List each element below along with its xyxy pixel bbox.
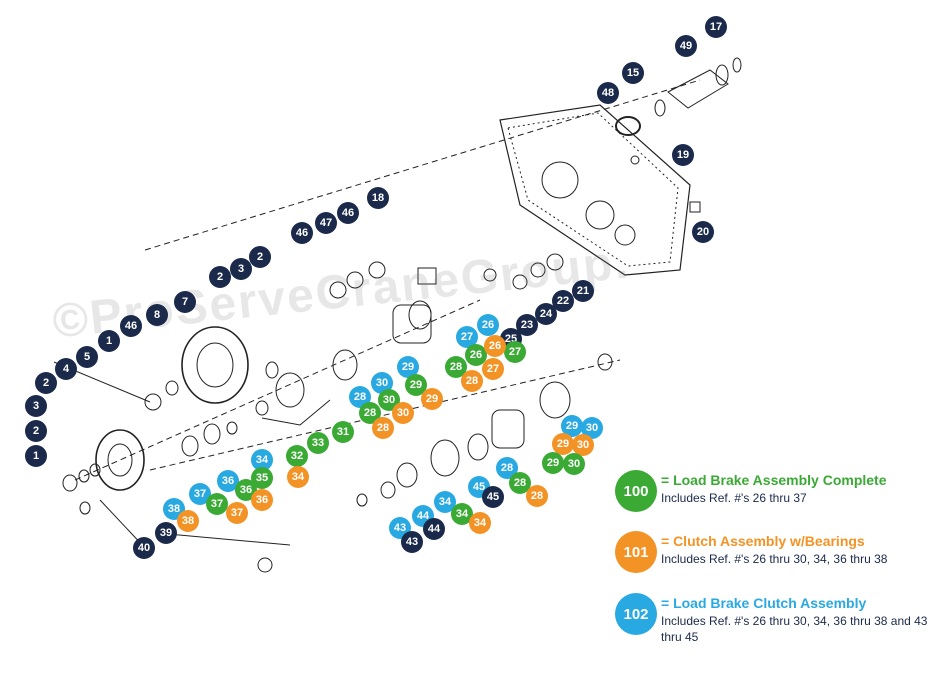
legend-description: Includes Ref. #'s 26 thru 30, 34, 36 thr…	[661, 614, 928, 644]
callout-badge-22: 22	[552, 290, 574, 312]
callout-badge-45: 45	[482, 486, 504, 508]
callout-badge-30: 30	[563, 453, 585, 475]
callout-badge-28: 28	[445, 356, 467, 378]
callout-badge-2: 2	[35, 372, 57, 394]
callout-badge-3: 3	[230, 258, 252, 280]
callout-badge-37: 37	[189, 483, 211, 505]
assembly-axis-upper	[144, 79, 701, 251]
callout-badge-34: 34	[434, 491, 456, 513]
gear-housing	[499, 104, 691, 276]
callout-badge-30: 30	[572, 434, 594, 456]
callout-badge-48: 48	[597, 82, 619, 104]
callout-badge-17: 17	[705, 16, 727, 38]
legend-badge: 101	[615, 531, 657, 573]
output-shaft	[667, 69, 729, 109]
callout-badge-27: 27	[504, 341, 526, 363]
callout-badge-28: 28	[461, 370, 483, 392]
callout-badge-29: 29	[405, 374, 427, 396]
callout-badge-26: 26	[465, 344, 487, 366]
callout-badge-46: 46	[337, 202, 359, 224]
legend-title: = Load Brake Assembly Complete	[661, 472, 887, 488]
callout-badge-7: 7	[174, 291, 196, 313]
legend-description: Includes Ref. #'s 26 thru 30, 34, 36 thr…	[661, 552, 888, 566]
callout-badge-24: 24	[535, 303, 557, 325]
callout-badge-5: 5	[76, 346, 98, 368]
legend-badge: 100	[615, 470, 657, 512]
legend-title: = Clutch Assembly w/Bearings	[661, 533, 865, 549]
drive-gear	[95, 429, 145, 491]
callout-badge-18: 18	[367, 187, 389, 209]
legend-description: Includes Ref. #'s 26 thru 37	[661, 491, 807, 505]
callout-badge-26: 26	[484, 335, 506, 357]
callout-badge-29: 29	[552, 433, 574, 455]
callout-badge-2: 2	[209, 266, 231, 288]
callout-badge-39: 39	[155, 522, 177, 544]
callout-badge-20: 20	[692, 221, 714, 243]
callout-badge-34: 34	[287, 466, 309, 488]
callout-badge-43: 43	[401, 531, 423, 553]
large-gear	[181, 326, 249, 404]
callout-badge-37: 37	[206, 493, 228, 515]
callout-badge-40: 40	[133, 537, 155, 559]
callout-badge-1: 1	[98, 330, 120, 352]
callout-badge-37: 37	[226, 502, 248, 524]
callout-badge-2: 2	[249, 246, 271, 268]
callout-badge-26: 26	[477, 314, 499, 336]
callout-badge-46: 46	[120, 315, 142, 337]
callout-badge-29: 29	[397, 356, 419, 378]
callout-badge-19: 19	[672, 144, 694, 166]
legend-title: = Load Brake Clutch Assembly	[661, 595, 867, 611]
callout-badge-8: 8	[146, 304, 168, 326]
callout-badge-15: 15	[622, 62, 644, 84]
callout-badge-29: 29	[421, 388, 443, 410]
callout-badge-3: 3	[25, 395, 47, 417]
callout-badge-34: 34	[251, 449, 273, 471]
callout-badge-29: 29	[561, 415, 583, 437]
callout-badge-31: 31	[332, 421, 354, 443]
callout-badge-47: 47	[315, 212, 337, 234]
callout-badge-30: 30	[581, 417, 603, 439]
callout-badge-23: 23	[516, 314, 538, 336]
callout-badge-49: 49	[675, 35, 697, 57]
callout-badge-44: 44	[423, 518, 445, 540]
callout-badge-28: 28	[509, 472, 531, 494]
callout-badge-27: 27	[482, 358, 504, 380]
callout-badge-21: 21	[572, 280, 594, 302]
callout-badge-29: 29	[542, 452, 564, 474]
legend-badge: 102	[615, 593, 657, 635]
callout-badge-33: 33	[307, 432, 329, 454]
callout-badge-27: 27	[456, 326, 478, 348]
callout-badge-32: 32	[286, 445, 308, 467]
callout-badge-34: 34	[451, 503, 473, 525]
callout-badge-34: 34	[469, 512, 491, 534]
callout-badge-30: 30	[371, 372, 393, 394]
callout-badge-30: 30	[392, 402, 414, 424]
callout-badge-1: 1	[25, 445, 47, 467]
callout-badge-38: 38	[177, 510, 199, 532]
callout-badge-43: 43	[389, 517, 411, 539]
callout-badge-2: 2	[25, 420, 47, 442]
callout-badge-36: 36	[217, 470, 239, 492]
callout-badge-46: 46	[291, 222, 313, 244]
assembly-axis-lower	[149, 359, 621, 471]
callout-badge-36: 36	[251, 489, 273, 511]
callout-badge-28: 28	[526, 485, 548, 507]
callout-badge-35: 35	[251, 467, 273, 489]
callout-badge-4: 4	[55, 358, 77, 380]
callout-badge-28: 28	[372, 417, 394, 439]
